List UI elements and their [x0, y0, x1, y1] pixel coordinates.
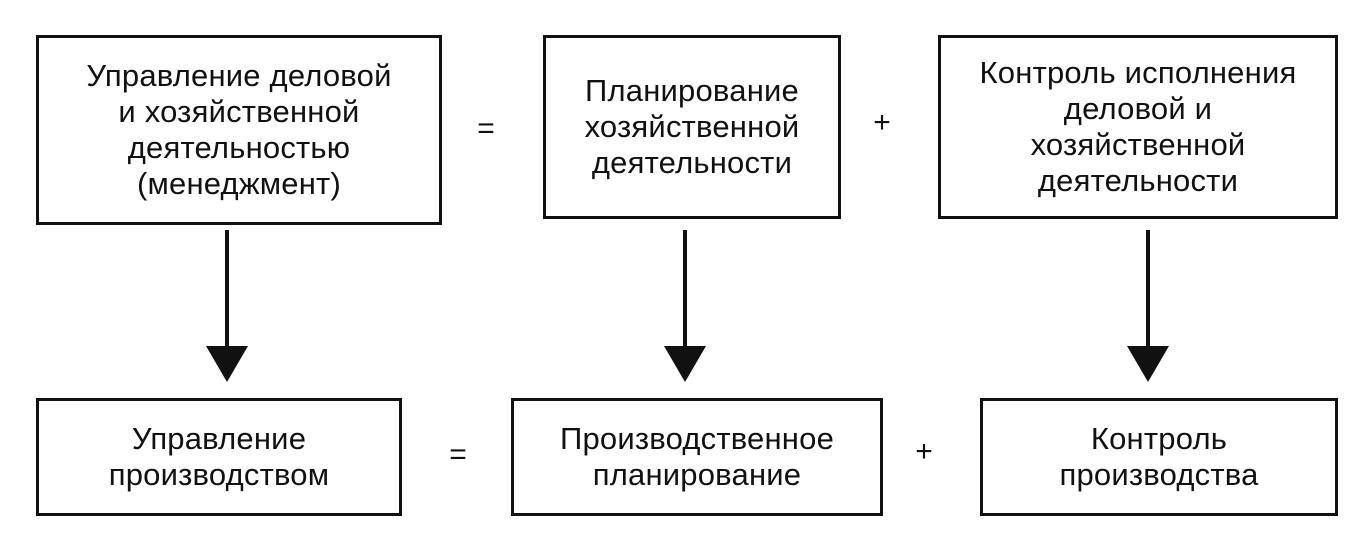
management-box: Управление деловой и хозяйственной деяте… — [36, 35, 442, 225]
top-equals-sign: = — [477, 112, 495, 145]
production-control-box: Контроль производства — [980, 398, 1338, 516]
production-management-box: Управление производством — [36, 398, 402, 516]
control-box-label: Контроль исполнения деловой и хозяйствен… — [979, 55, 1297, 198]
top-plus-sign: + — [873, 106, 891, 139]
bottom-equals-sign: = — [449, 438, 467, 471]
planning-box-label: Планирование хозяйственной деятельности — [584, 73, 800, 180]
management-box-label: Управление деловой и хозяйственной деяте… — [86, 58, 392, 201]
control-box: Контроль исполнения деловой и хозяйствен… — [938, 35, 1338, 219]
planning-box: Планирование хозяйственной деятельности — [543, 35, 841, 219]
production-planning-box: Производственное планирование — [511, 398, 883, 516]
production-planning-box-label: Производственное планирование — [559, 421, 835, 492]
arrow-management — [206, 230, 248, 382]
bottom-plus-sign: + — [915, 435, 933, 468]
production-control-box-label: Контроль производства — [1059, 421, 1259, 492]
arrow-control — [1127, 230, 1169, 382]
production-management-box-label: Управление производством — [108, 421, 330, 492]
arrow-planning — [664, 230, 706, 382]
